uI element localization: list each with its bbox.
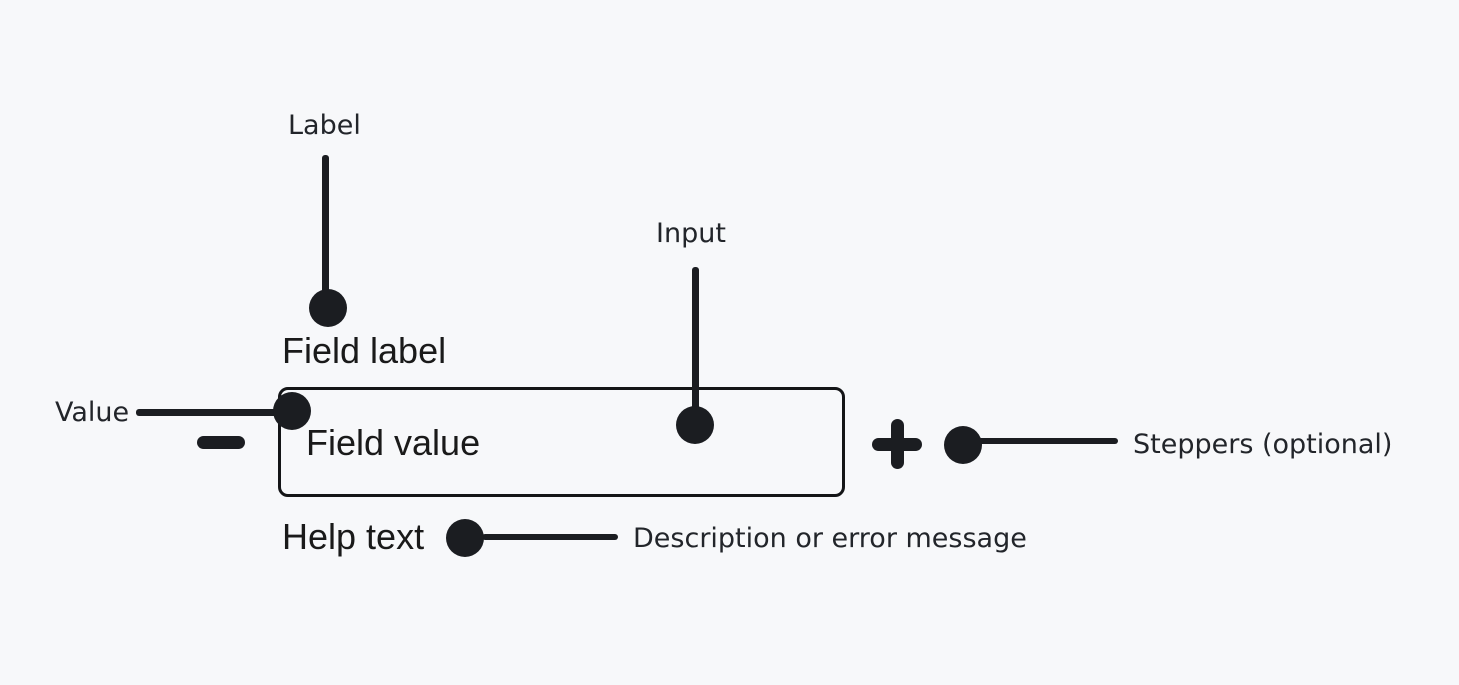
value-connector-line: [136, 409, 282, 416]
input-connector-dot: [676, 406, 714, 444]
value-annotation-text: Value: [55, 397, 130, 428]
help-connector-line: [482, 534, 618, 540]
steppers-connector-dot: [944, 426, 982, 464]
field-label: Field label: [282, 330, 447, 371]
input-connector-line: [692, 267, 699, 412]
input-annotation-text: Input: [656, 218, 726, 249]
decrease-stepper-button[interactable]: [197, 436, 245, 449]
help-annotation-text: Description or error message: [633, 523, 1027, 554]
value-connector-dot: [273, 392, 311, 430]
label-annotation-text: Label: [288, 110, 361, 141]
number-input-field[interactable]: [278, 387, 845, 497]
label-connector-line: [322, 155, 329, 293]
help-text: Help text: [282, 516, 425, 557]
label-connector-dot: [309, 289, 347, 327]
steppers-connector-line: [978, 438, 1118, 444]
help-connector-dot: [446, 519, 484, 557]
steppers-annotation-text: Steppers (optional): [1133, 429, 1393, 460]
increase-stepper-button[interactable]: [872, 419, 922, 469]
field-value: Field value: [306, 422, 481, 463]
